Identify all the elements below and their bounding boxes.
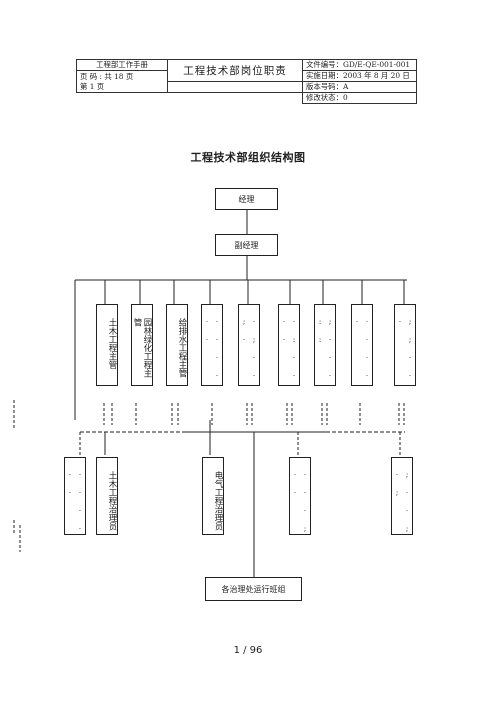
clerk-label: ; · · ; · ; xyxy=(393,471,411,534)
clerk-label: · · · ; · · xyxy=(291,471,309,534)
supervisor-label: · · · · · xyxy=(353,318,371,381)
clerk-box: 电气工程治理员 xyxy=(202,457,224,535)
clerk-box: · · · ; · · xyxy=(289,457,311,535)
clerk-label: 土木工程治理员 xyxy=(107,471,117,531)
supervisor-label: · ; · · ; · xyxy=(240,318,258,381)
manager-box: 经理 xyxy=(215,188,278,210)
clerk-label: 电气工程治理员 xyxy=(213,471,223,531)
clerk-box: ; · · ; · ; xyxy=(391,457,413,535)
supervisor-label: · : · · · · xyxy=(280,318,298,381)
clerk-label: · · · · · · xyxy=(66,471,84,534)
revision-status: 修改状态：0 xyxy=(302,92,417,104)
deputy-manager-box: 副经理 xyxy=(215,234,278,256)
page-info: 页 码 : 共 18 页 第 1 页 xyxy=(76,70,168,93)
supervisor-box: ; ; · · · xyxy=(394,304,416,386)
page-number: 1 / 96 xyxy=(233,645,263,656)
supervisor-label: 园林绿化工程主管 xyxy=(132,318,152,378)
supervisor-box: · ; · · ; · xyxy=(238,304,260,386)
header-table: 工程部工作手册 工程技术部岗位职责 文件编号：GD/E-QE-001-001 页… xyxy=(76,59,417,104)
supervisor-box: 园林绿化工程主管 xyxy=(131,304,153,386)
supervisor-box: · · · · · · xyxy=(201,304,223,386)
supervisor-box: 给排水工程主管 xyxy=(166,304,188,386)
page-current: 第 1 页 xyxy=(80,82,105,91)
chart-title: 工程技术部组织结构图 xyxy=(190,151,306,164)
supervisor-label: · · · · · · xyxy=(203,318,221,381)
supervisor-box: · : · · · · xyxy=(278,304,300,386)
supervisor-label: ; ; · · · xyxy=(396,318,414,381)
operation-team-box: 各治理处运行班组 xyxy=(205,577,302,601)
supervisor-label: 土木工程主管 xyxy=(107,318,117,369)
clerk-box: 土木工程治理员 xyxy=(96,457,118,535)
clerk-box: · · · · · · xyxy=(64,457,86,535)
page-count: 页 码 : 共 18 页 xyxy=(80,72,134,81)
supervisor-box: · · · · · xyxy=(351,304,373,386)
supervisor-box: ; · · · : : xyxy=(314,304,336,386)
supervisor-label: 给排水工程主管 xyxy=(177,318,187,378)
supervisor-label: ; · · · : : xyxy=(316,318,334,381)
supervisor-box: 土木工程主管 xyxy=(96,304,118,386)
